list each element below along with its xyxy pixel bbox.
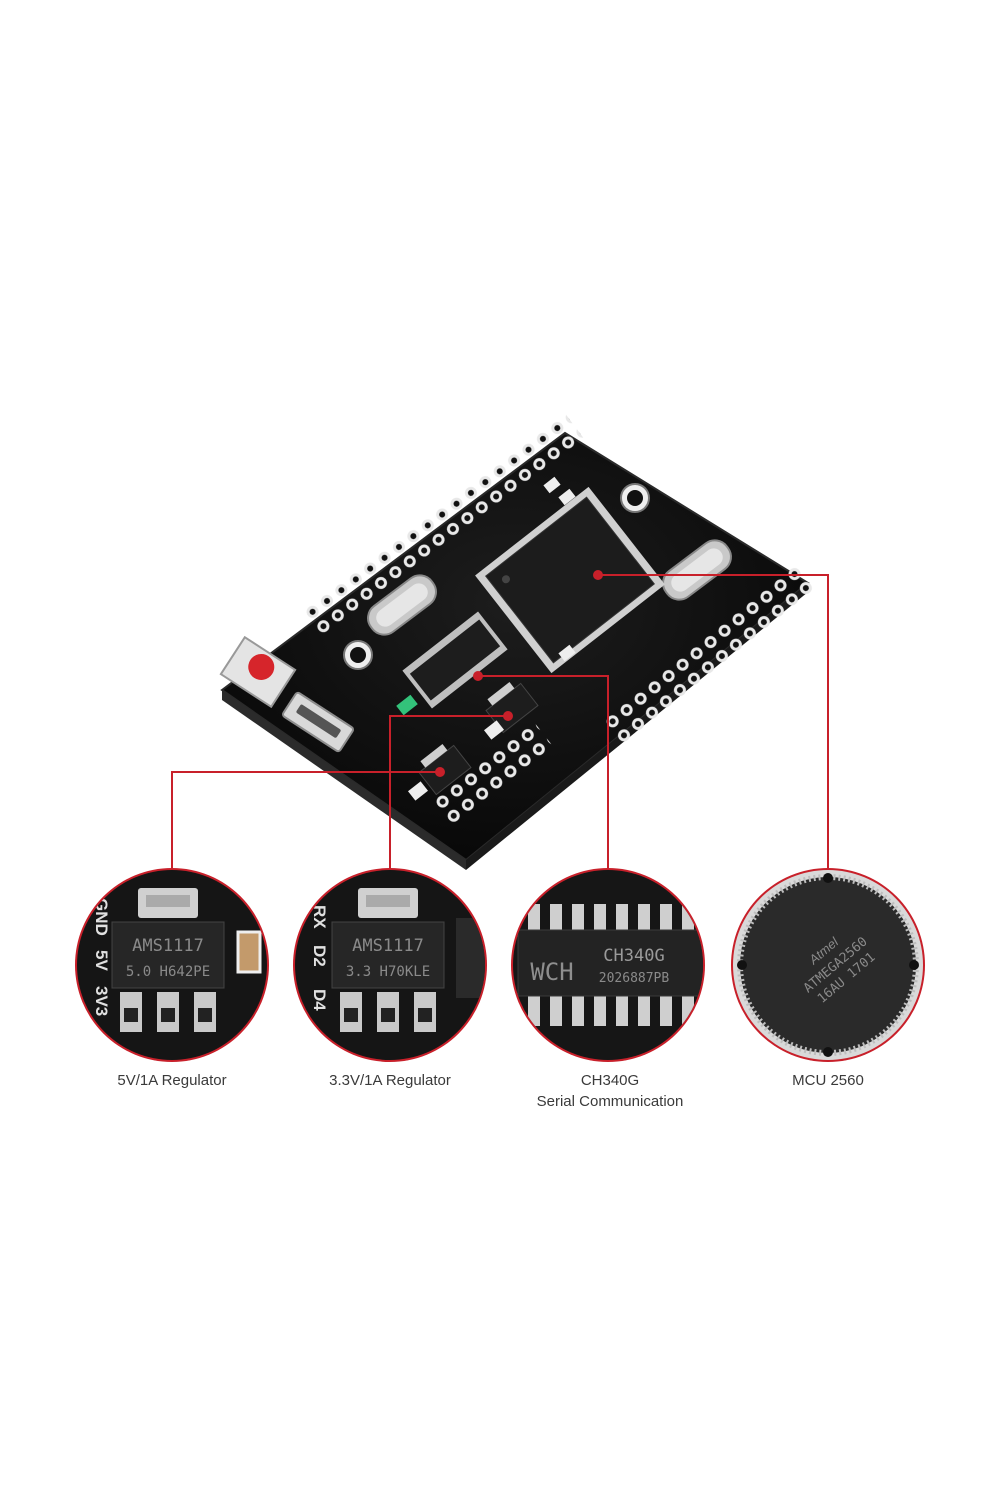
pin-label: GND — [92, 898, 111, 936]
status-led — [396, 694, 418, 716]
caption-mcu: MCU 2560 — [718, 1070, 938, 1091]
chip-marking-line2: 3.3 H70KLE — [346, 964, 430, 980]
chip-marking-line2: 2026887PB — [599, 971, 670, 986]
chip-marking-line1: AMS1117 — [352, 936, 424, 956]
header-pins-left — [430, 719, 555, 829]
pin-label: 3V3 — [92, 986, 111, 1016]
leader-line-mcu — [598, 574, 829, 868]
chip-marking-line1: AMS1117 — [132, 936, 204, 956]
micro-usb-port[interactable] — [282, 691, 354, 753]
caption-line: 3.3V/1A Regulator — [329, 1072, 451, 1089]
leader-lines — [171, 570, 829, 868]
pin-label: D2 — [310, 945, 329, 967]
leader-line-3v3 — [389, 715, 508, 868]
callout-mcu: Atmel ATMEGA2560 16AU 1701 — [731, 868, 925, 1062]
chip-brand: WCH — [530, 958, 573, 986]
caption-line: MCU 2560 — [792, 1072, 864, 1089]
regulator-5v-on-board — [418, 744, 472, 796]
leader-line-ch340 — [478, 675, 609, 868]
leader-line-5v — [171, 771, 440, 868]
caption-line: 5V/1A Regulator — [117, 1072, 227, 1089]
header-pins-right — [600, 562, 817, 748]
pin-label: 5V — [92, 950, 111, 971]
pin-label: D4 — [310, 989, 329, 1011]
caption-line: CH340G — [580, 1072, 640, 1089]
crystal-left — [367, 574, 437, 636]
caption-ch340g: CH340G Serial Communication — [500, 1070, 720, 1112]
header-pins-top — [300, 411, 586, 639]
caption-5v-regulator: 5V/1A Regulator — [62, 1070, 282, 1091]
ch340g-chip-on-board — [402, 611, 508, 709]
chip-marking-line1: CH340G — [603, 946, 664, 966]
chip-marking-line2: 5.0 H642PE — [126, 964, 210, 980]
caption-line: Serial Communication — [536, 1093, 684, 1110]
mega2560-pro-board — [219, 411, 817, 870]
pin-label: RX — [310, 905, 329, 929]
mcu-chip-on-board — [475, 486, 665, 674]
callout-3v3-regulator: AMS1117 3.3 H70KLE RX D2 D4 — [293, 868, 487, 1062]
reset-button[interactable] — [219, 635, 297, 709]
caption-3v3-regulator: 3.3V/1A Regulator — [280, 1070, 500, 1091]
crystal-right — [662, 539, 732, 601]
callout-5v-regulator: AMS1117 5.0 H642PE GND 5V 3V3 — [75, 868, 269, 1062]
callout-ch340g: WCH CH340G 2026887PB — [511, 868, 705, 1062]
regulator-3v3-on-board — [485, 682, 539, 734]
